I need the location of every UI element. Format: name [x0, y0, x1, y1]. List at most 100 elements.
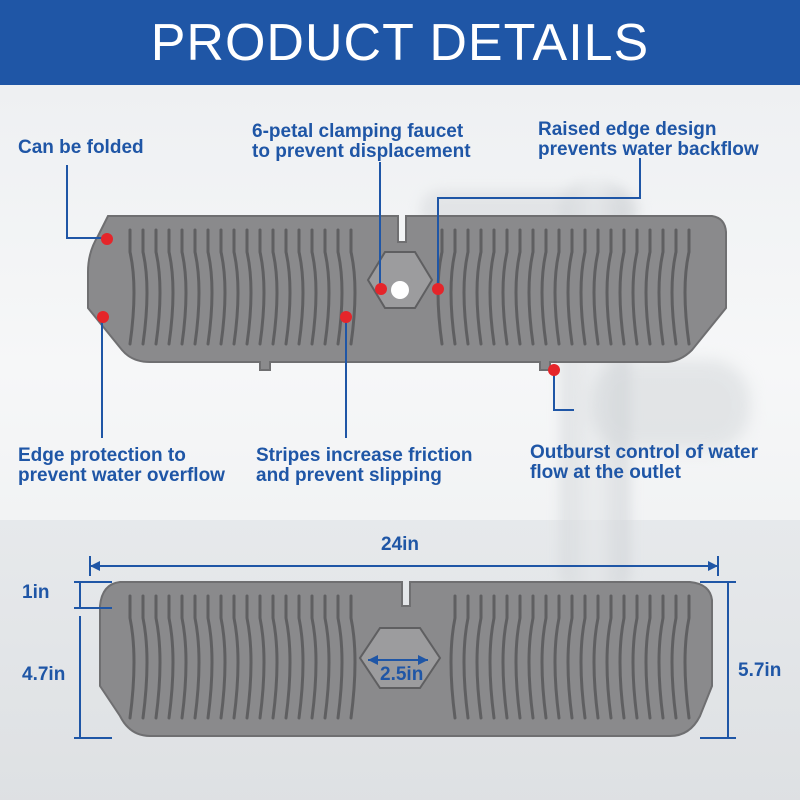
mat-stripe: [514, 594, 522, 720]
mat-stripe: [488, 228, 496, 346]
marker-dot-fold: [101, 233, 113, 245]
mat-stripe: [501, 594, 509, 720]
marker-dot-stripes: [340, 311, 352, 323]
mat-stripe: [553, 594, 561, 720]
mat-stripe: [206, 594, 214, 720]
mat-stripe: [271, 594, 279, 720]
mat-stripe: [683, 594, 691, 720]
dimension-arrowheads: [90, 561, 718, 665]
mat-stripe: [657, 228, 665, 346]
mat-stripe: [670, 594, 678, 720]
mat-stripe: [501, 228, 509, 346]
mat-stripe: [284, 594, 292, 720]
mat-stripe: [527, 228, 535, 346]
mat-stripe: [336, 228, 344, 346]
mat-stripe: [128, 594, 136, 720]
header-banner: PRODUCT DETAILS: [0, 0, 800, 85]
dimension-hole: 2.5in: [380, 664, 424, 685]
mat-stripe: [180, 594, 188, 720]
dimension-lines: [74, 556, 736, 739]
mat-stripe: [514, 228, 522, 346]
mat-stripe: [618, 228, 626, 346]
mat-stripe: [592, 594, 600, 720]
mat-stripe: [167, 594, 175, 720]
clamp-hole-top: [391, 281, 409, 299]
mat-stripe: [141, 228, 149, 346]
mat-stripe: [284, 228, 292, 346]
mat-stripe: [579, 594, 587, 720]
mat-bottom-stripes: [128, 594, 691, 720]
mat-stripe: [206, 228, 214, 346]
mat-stripe: [540, 228, 548, 346]
dimension-inner-height: 4.7in: [22, 664, 66, 685]
mat-stripe: [297, 594, 305, 720]
mat-stripe: [167, 228, 175, 346]
mat-stripe: [349, 228, 357, 346]
mat-stripe: [336, 594, 344, 720]
leader-lines: [66, 158, 641, 438]
mat-stripe: [245, 594, 253, 720]
mat-stripe: [462, 594, 470, 720]
mat-stripe: [657, 594, 665, 720]
dimension-width: 24in: [381, 534, 420, 555]
mat-stripe: [232, 228, 240, 346]
mat-stripe: [154, 594, 162, 720]
mat-stripe: [141, 594, 149, 720]
mat-stripe: [644, 228, 652, 346]
dimension-total-height: 5.7in: [738, 660, 782, 681]
dimension-slot: 1in: [22, 582, 50, 603]
mat-stripe: [245, 228, 253, 346]
mat-top-illustration: [87, 215, 727, 371]
mat-stripe: [631, 594, 639, 720]
mat-stripe: [271, 228, 279, 346]
mat-stripe: [154, 228, 162, 346]
mat-stripe: [323, 594, 331, 720]
mat-stripe: [553, 228, 561, 346]
mat-stripe: [527, 594, 535, 720]
mat-stripe: [310, 228, 318, 346]
mat-stripe: [579, 228, 587, 346]
mat-stripe: [128, 228, 136, 346]
mat-stripe: [683, 228, 691, 346]
mat-stripe: [449, 594, 457, 720]
mat-stripe: [449, 228, 457, 346]
mat-stripe: [323, 228, 331, 346]
clamp-hex-bottom: [358, 627, 442, 689]
mat-stripe: [631, 228, 639, 346]
label-outburst: Outburst control of water flow at the ou…: [530, 442, 758, 483]
mat-stripe: [566, 228, 574, 346]
mat-top-stripes: [128, 228, 691, 346]
marker-dot-outburst: [548, 364, 560, 376]
mat-stripe: [219, 228, 227, 346]
mat-stripe: [592, 228, 600, 346]
mat-stripe: [310, 594, 318, 720]
mat-stripe: [258, 594, 266, 720]
mat-stripe: [475, 228, 483, 346]
mat-stripe: [232, 594, 240, 720]
mat-stripe: [644, 594, 652, 720]
label-raised-edge: Raised edge design prevents water backfl…: [538, 119, 759, 160]
mat-stripe: [540, 594, 548, 720]
label-edge-protection: Edge protection to prevent water overflo…: [18, 445, 225, 486]
mat-stripe: [219, 594, 227, 720]
mat-stripe: [462, 228, 470, 346]
label-can-be-folded: Can be folded: [18, 137, 144, 158]
mat-stripe: [488, 594, 496, 720]
mat-stripe: [566, 594, 574, 720]
marker-dot-raised-edge: [432, 283, 444, 295]
mat-stripe: [605, 228, 613, 346]
mat-stripe: [605, 594, 613, 720]
mat-stripe: [180, 228, 188, 346]
label-stripes: Stripes increase friction and prevent sl…: [256, 445, 473, 486]
mat-stripe: [475, 594, 483, 720]
mat-stripe: [349, 594, 357, 720]
background-faucet-spout: [590, 360, 750, 450]
page-title: PRODUCT DETAILS: [150, 13, 650, 72]
mat-stripe: [258, 228, 266, 346]
label-clamping-faucet: 6-petal clamping faucet to prevent displ…: [252, 121, 471, 162]
mat-stripe: [618, 594, 626, 720]
marker-dot-clamp: [375, 283, 387, 295]
mat-stripe: [670, 228, 678, 346]
mat-stripe: [297, 228, 305, 346]
